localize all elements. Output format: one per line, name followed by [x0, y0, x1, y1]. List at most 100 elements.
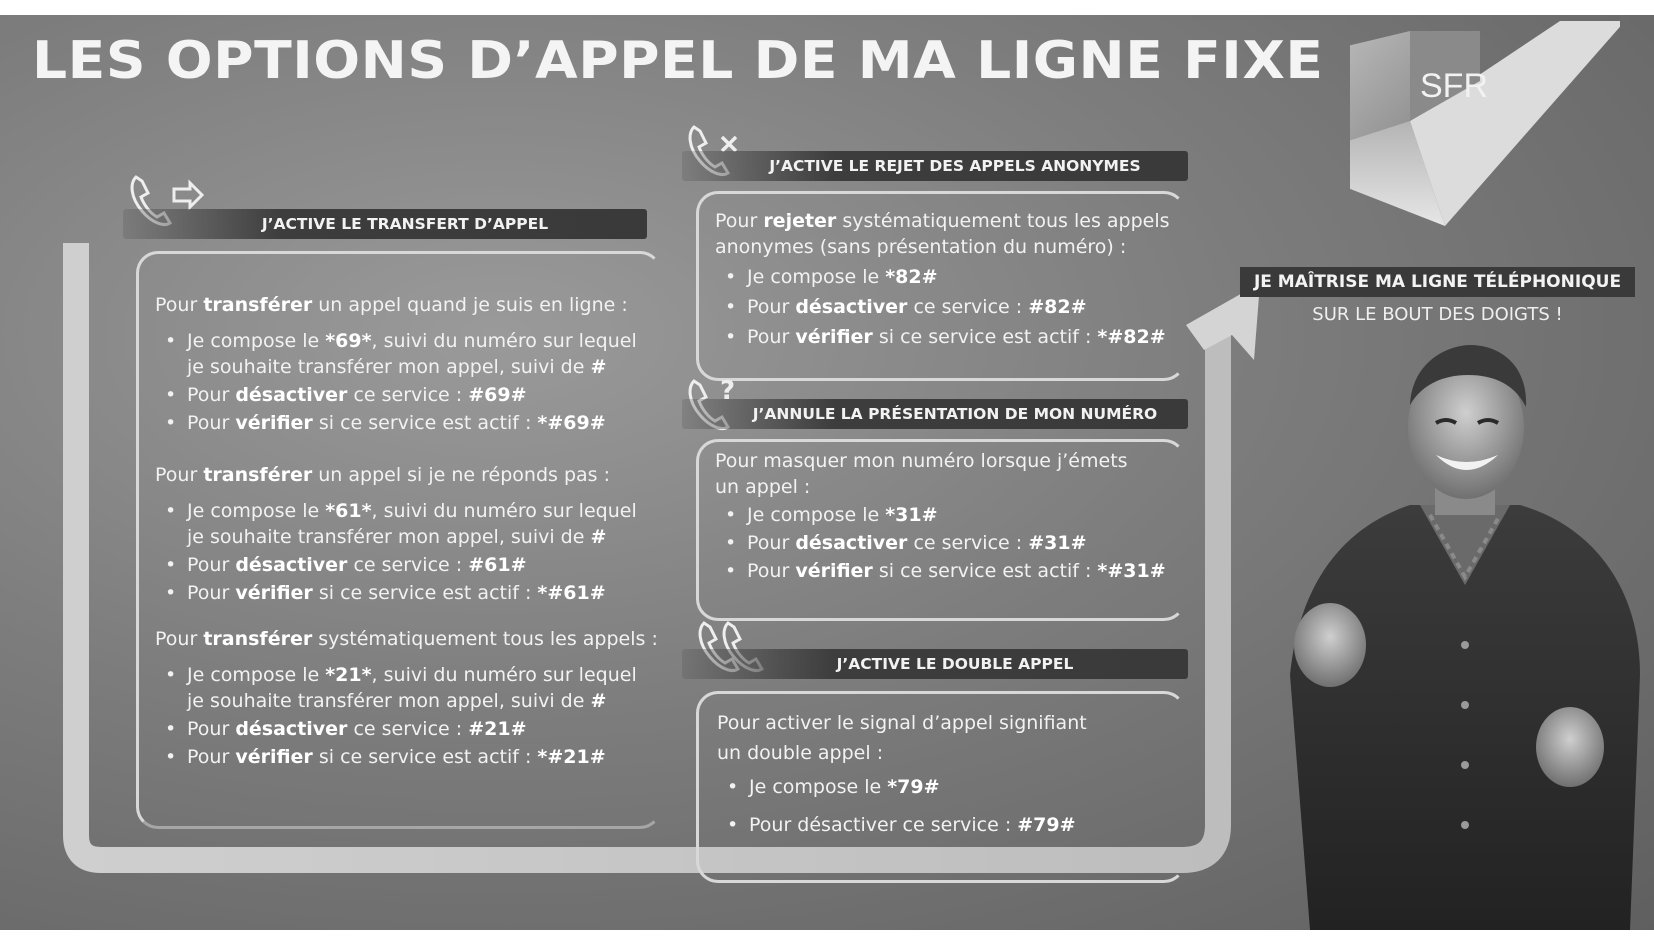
item-text: ce service : [347, 384, 469, 406]
item-text: ce service : [347, 554, 469, 576]
page-title: LES OPTIONS D’APPEL DE MA LIGNE FIXE [32, 31, 1324, 91]
hide-item-0: Je compose le *31# [715, 502, 1166, 528]
reject-header-label: J’ACTIVE LE REJET DES APPELS ANONYMES [769, 157, 1141, 175]
item-text: Pour [187, 554, 236, 576]
item-bold: désactiver [235, 554, 348, 576]
transfer-block-1-item-1: Pour désactiver ce service : #61# [155, 552, 637, 578]
item-bold: vérifier [235, 582, 313, 604]
transfer-block-1-list: Je compose le *61*, suivi du numéro sur … [155, 498, 637, 608]
double-intro: Pour activer le signal d’appel signifian… [717, 708, 1087, 768]
item-text: Pour désactiver ce service : [749, 814, 1018, 836]
item-text: Je compose le [747, 504, 886, 526]
item-text: , suivi du numéro sur lequel [371, 330, 637, 352]
intro-text: Pour [155, 464, 204, 486]
reject-item-1: Pour désactiver ce service : #82# [715, 294, 1166, 320]
reject-box: Pour rejeter systématiquement tous les a… [696, 191, 1186, 381]
transfer-block-0-item-1: Pour désactiver ce service : #69# [155, 382, 637, 408]
transfer-block-0-item-2: Pour vérifier si ce service est actif : … [155, 410, 637, 436]
intro-bold: transférer [203, 294, 313, 316]
item-code: *#82# [1097, 326, 1166, 348]
transfer-block-2-item-0: Je compose le *21*, suivi du numéro sur … [155, 662, 637, 714]
hide-item-2: Pour vérifier si ce service est actif : … [715, 558, 1166, 584]
intro-text: Pour masquer mon numéro lorsque j’émets [715, 450, 1128, 472]
item-bold: vérifier [235, 746, 313, 768]
item-code: *21* [325, 664, 372, 686]
item-text: Je compose le [747, 266, 886, 288]
reject-item-2: Pour vérifier si ce service est actif : … [715, 324, 1166, 350]
item-text: je souhaite transférer mon appel, suivi … [187, 690, 591, 712]
tagline-subtitle: SUR LE BOUT DES DOIGTS ! [1312, 304, 1563, 325]
item-text: Je compose le [749, 776, 888, 798]
double-header: J’ACTIVE LE DOUBLE APPEL [682, 649, 1188, 679]
item-text: Pour [187, 412, 236, 434]
item-text: si ce service est actif : [872, 326, 1098, 348]
item-code: #61# [468, 554, 527, 576]
transfer-block-2-intro: Pour transférer systématiquement tous le… [155, 626, 658, 652]
item-bold: désactiver [235, 718, 348, 740]
transfer-header-label: J’ACTIVE LE TRANSFERT D’APPEL [261, 215, 549, 233]
item-text: je souhaite transférer mon appel, suivi … [187, 356, 591, 378]
item-code: *79# [887, 776, 940, 798]
item-text: ce service : [907, 532, 1029, 554]
transfer-block-1-intro: Pour transférer un appel si je ne répond… [155, 462, 610, 488]
item-code: # [590, 356, 607, 378]
double-header-label: J’ACTIVE LE DOUBLE APPEL [836, 655, 1074, 673]
transfer-block-1-item-2: Pour vérifier si ce service est actif : … [155, 580, 637, 606]
intro-text: Pour activer le signal d’appel signifian… [717, 712, 1087, 734]
item-code: *82# [885, 266, 938, 288]
item-text: Je compose le [187, 330, 326, 352]
transfer-box: Pour transférer un appel quand je suis e… [136, 251, 662, 829]
hide-header: J’ANNULE LA PRÉSENTATION DE MON NUMÉRO [682, 399, 1188, 429]
smiling-man-photo [1290, 345, 1640, 930]
double-list: Je compose le *79# Pour désactiver ce ser… [717, 774, 1076, 850]
item-text: ce service : [347, 718, 469, 740]
item-text: si ce service est actif : [312, 582, 538, 604]
intro-text: Pour [715, 210, 764, 232]
item-bold: vérifier [795, 326, 873, 348]
item-code: #69# [468, 384, 527, 406]
reject-list: Je compose le *82# Pour désactiver ce ser… [715, 264, 1166, 354]
item-code: # [590, 526, 607, 548]
intro-text: Pour [155, 294, 204, 316]
item-text: Pour [747, 326, 796, 348]
hide-list: Je compose le *31# Pour désactiver ce ser… [715, 502, 1166, 586]
reject-item-0: Je compose le *82# [715, 264, 1166, 290]
item-code: *31# [885, 504, 938, 526]
transfer-block-0-intro: Pour transférer un appel quand je suis e… [155, 292, 628, 318]
item-code: *69* [325, 330, 372, 352]
item-text: Pour [747, 532, 796, 554]
item-text: Pour [187, 718, 236, 740]
intro-bold: transférer [203, 464, 313, 486]
item-code: *#61# [537, 582, 606, 604]
transfer-block-0-list: Je compose le *69*, suivi du numéro sur … [155, 328, 637, 438]
item-code: #31# [1028, 532, 1087, 554]
item-bold: désactiver [795, 532, 908, 554]
item-code: *#69# [537, 412, 606, 434]
intro-text: systématiquement tous les appels : [312, 628, 658, 650]
intro-bold: rejeter [763, 210, 837, 232]
item-bold: vérifier [235, 412, 313, 434]
transfer-block-0-item-0: Je compose le *69*, suivi du numéro sur … [155, 328, 637, 380]
hide-header-label: J’ANNULE LA PRÉSENTATION DE MON NUMÉRO [752, 405, 1158, 423]
item-code: #79# [1017, 814, 1076, 836]
sfr-logo-text: SFR [1420, 67, 1488, 105]
intro-text: un appel quand je suis en ligne : [312, 294, 628, 316]
item-text: , suivi du numéro sur lequel [371, 664, 637, 686]
item-code: #21# [468, 718, 527, 740]
item-text: Pour [747, 296, 796, 318]
item-text: si ce service est actif : [312, 412, 538, 434]
intro-text: un double appel : [717, 742, 884, 764]
item-text: Pour [187, 746, 236, 768]
double-item-1: Pour désactiver ce service : #79# [717, 812, 1076, 838]
reject-header: J’ACTIVE LE REJET DES APPELS ANONYMES [682, 151, 1188, 181]
intro-text: un appel : [715, 476, 811, 498]
svg-text:?: ? [720, 376, 735, 406]
intro-text: systématiquement tous les appels [836, 210, 1170, 232]
transfer-block-2-list: Je compose le *21*, suivi du numéro sur … [155, 662, 637, 772]
intro-bold: transférer [203, 628, 313, 650]
item-text: si ce service est actif : [312, 746, 538, 768]
transfer-block-2-item-2: Pour vérifier si ce service est actif : … [155, 744, 637, 770]
hide-intro: Pour masquer mon numéro lorsque j’émets u… [715, 448, 1128, 500]
item-text: Je compose le [187, 500, 326, 522]
item-text: si ce service est actif : [872, 560, 1098, 582]
